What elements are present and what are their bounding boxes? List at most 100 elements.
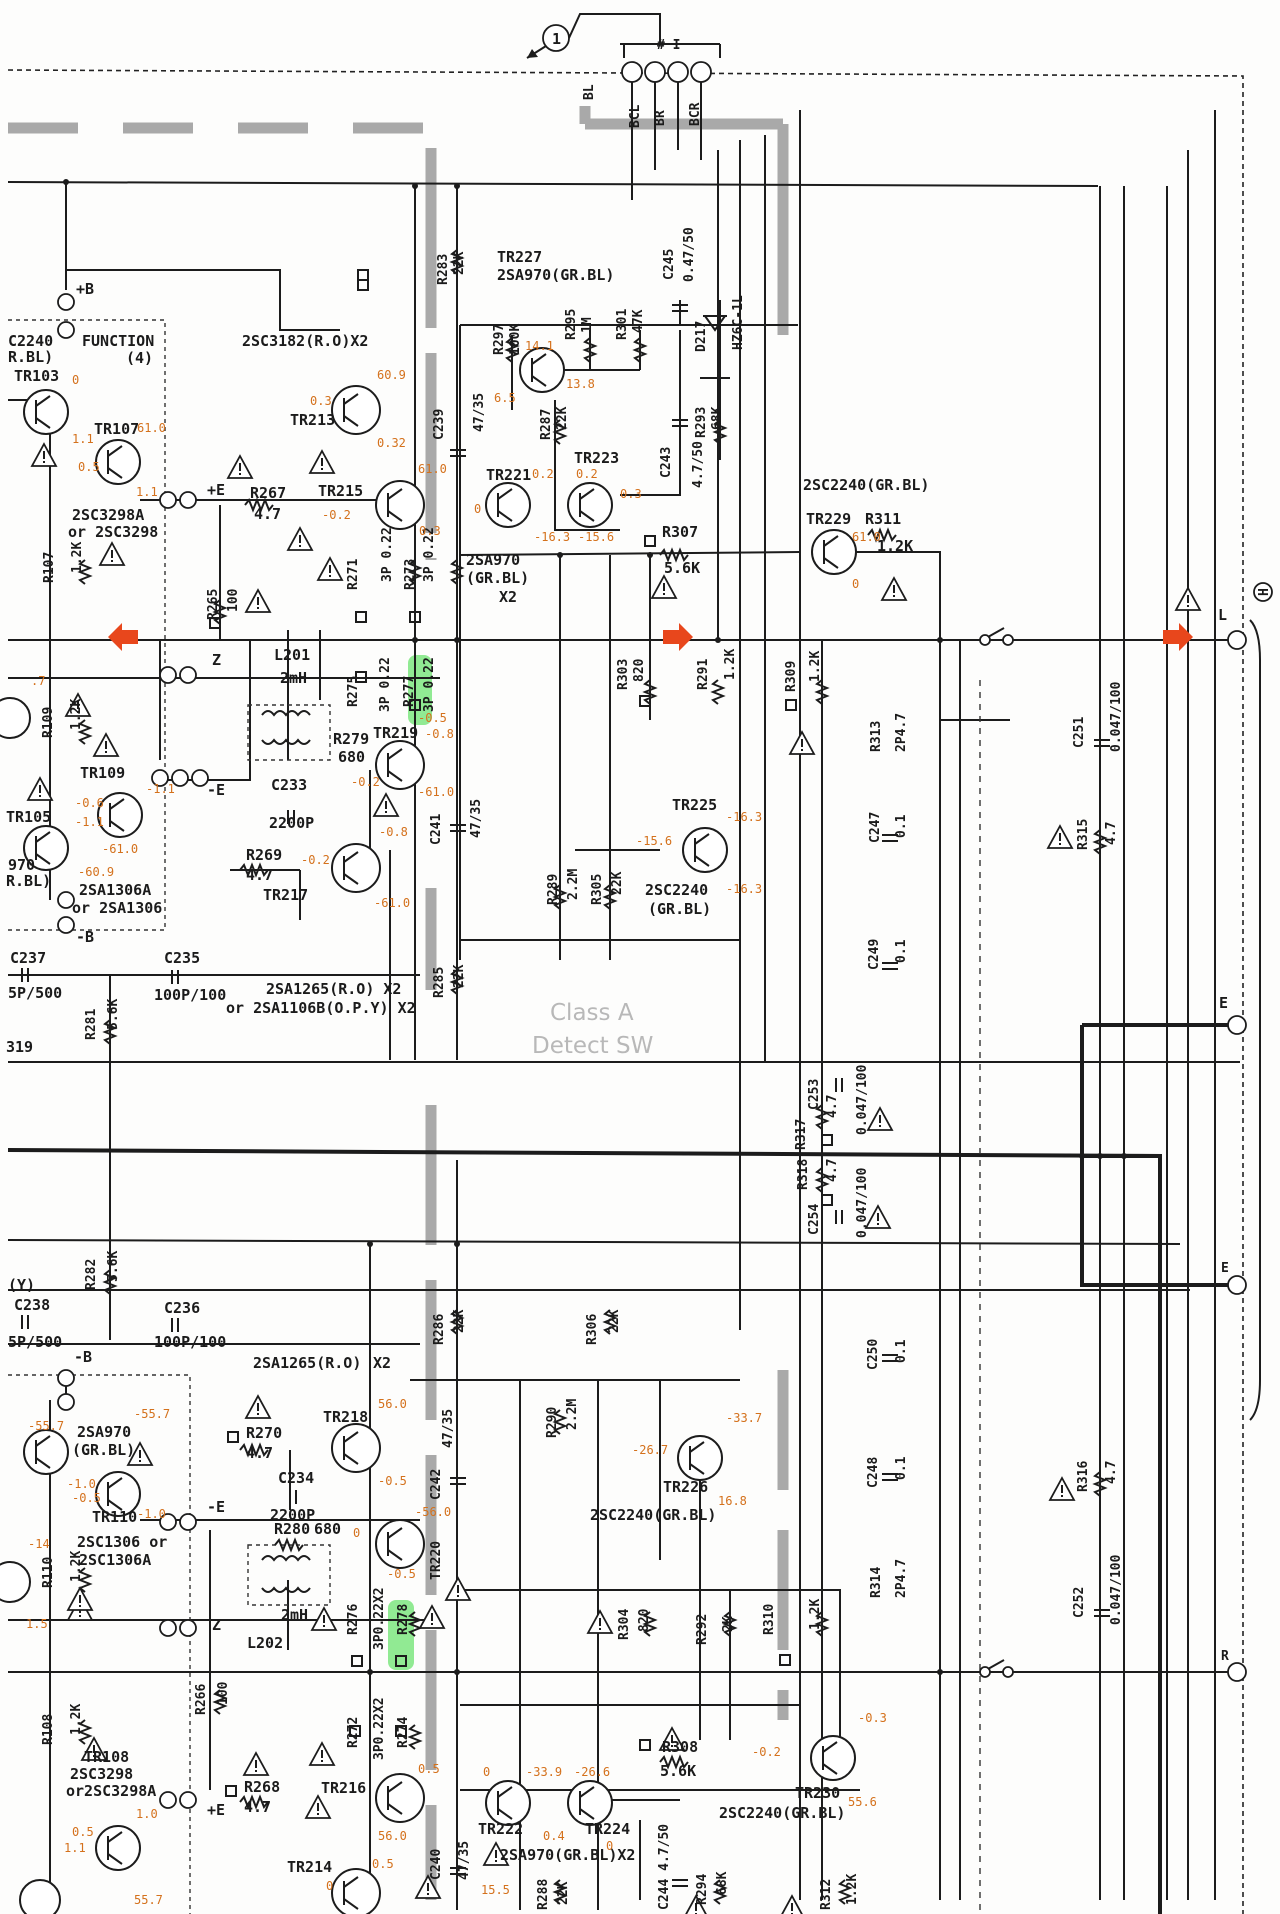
component-label: L202 (247, 1634, 283, 1652)
component-label: 4.7 (246, 1444, 273, 1462)
output-l-label: L (1218, 606, 1227, 624)
component-label: 1.2K (845, 1874, 860, 1905)
component-label: 319 (6, 1038, 33, 1056)
voltage-reading: 1.1 (72, 432, 94, 446)
terminal-bl-label: BL (582, 84, 597, 100)
component-label: 0.47/50 (682, 227, 697, 282)
component-label: R279 (333, 730, 369, 748)
component-label: 4.7 (244, 1798, 271, 1816)
component-label: 4.7 (825, 1159, 840, 1182)
component-label: 2.2M (565, 1399, 580, 1430)
output-e2-label: E (1221, 1261, 1229, 1276)
component-label: R109 (41, 707, 56, 738)
component-label: R297 (492, 324, 507, 355)
warning-icon (316, 556, 344, 581)
component-label: R.BL) (6, 872, 51, 890)
component-label: (GR.BL) (72, 1441, 135, 1459)
output-e-label: E (1219, 994, 1228, 1012)
voltage-reading: -1.0 (137, 1507, 166, 1521)
component-label: 22K (555, 406, 570, 430)
wiring-lower (7, 1160, 1234, 1914)
component-label: (GR.BL) (466, 569, 529, 587)
warning-icon (650, 574, 678, 599)
warning-icon (418, 1604, 446, 1629)
warning-icon (244, 1394, 272, 1419)
voltage-reading: 0 (326, 1879, 333, 1893)
component-label: C2240 (8, 332, 53, 350)
component-label: C238 (14, 1296, 50, 1314)
voltage-reading: .7 (31, 674, 45, 688)
component-label: D217 (694, 321, 709, 352)
component-label: 100 (226, 588, 241, 612)
terminal-bcl-label: BCL (628, 104, 643, 128)
voltage-reading: -0.2 (351, 775, 380, 789)
voltage-reading: -0.3 (858, 1711, 887, 1725)
component-label: 2SC1306 or (77, 1533, 167, 1551)
component-label: +E (207, 1801, 225, 1819)
component-label: +B (76, 280, 94, 298)
component-label: 100 (216, 1681, 231, 1705)
section-h-label: H (1257, 588, 1272, 596)
component-label: 2SC3182(R.O)X2 (242, 332, 368, 350)
component-label: 1.2K (723, 649, 738, 680)
component-label: TR219 (373, 724, 418, 742)
component-label: -B (74, 1348, 92, 1366)
highlight-r278 (388, 1600, 414, 1670)
component-label: 3P 0.22 (378, 657, 393, 712)
component-label: 47/35 (441, 1409, 456, 1448)
annotation-line-2: Detect SW (532, 1033, 653, 1059)
component-label: 2K (721, 1616, 736, 1632)
component-label: R271 (346, 559, 361, 590)
component-label: 1.2K (69, 1704, 84, 1735)
component-label: R294 (695, 1874, 710, 1905)
voltage-reading: -16.3 (726, 810, 762, 824)
voltage-reading: 0.5 (78, 460, 100, 474)
component-label: 22K (607, 1309, 622, 1333)
warning-icon (64, 692, 92, 717)
component-label: TR108 (84, 1748, 129, 1766)
voltage-reading: -0.6 (75, 796, 104, 810)
component-label: 22K (610, 871, 625, 895)
component-label: X2 (499, 588, 517, 606)
component-label: TR214 (287, 1858, 332, 1876)
voltage-reading: -55.7 (28, 1419, 64, 1433)
component-label: 0.1 (894, 814, 909, 838)
component-label: 2SC1306A (79, 1551, 151, 1569)
warning-icon (1048, 1476, 1076, 1501)
component-label: TR216 (321, 1779, 366, 1797)
warning-icon (126, 1441, 154, 1466)
component-label: 5.6K (664, 559, 700, 577)
arrow-right-icon (663, 623, 693, 651)
voltage-reading: 0.3 (620, 487, 642, 501)
voltage-reading: 15.5 (481, 1883, 510, 1897)
voltage-reading: 16.8 (718, 1494, 747, 1508)
component-label: C254 (807, 1204, 822, 1235)
component-label: TR230 (795, 1784, 840, 1802)
component-label: R283 (436, 254, 451, 285)
warning-icon (1174, 586, 1202, 611)
warning-icon (66, 1586, 94, 1611)
voltage-reading: 56.0 (378, 1829, 407, 1843)
component-label: Z (212, 1616, 221, 1634)
voltage-reading: -1.0 (67, 1477, 96, 1491)
component-label: TR103 (14, 367, 59, 385)
voltage-reading: -15.6 (578, 530, 614, 544)
component-label: C248 (866, 1457, 881, 1488)
component-label: R290 (545, 1407, 560, 1438)
component-label: 47/35 (469, 799, 484, 838)
component-label: C240 (429, 1849, 444, 1880)
component-label: 0.047/100 (1109, 681, 1124, 752)
zener-d217 (703, 315, 727, 332)
component-label: TR110 (92, 1508, 137, 1526)
component-label: 1.2K (808, 651, 823, 682)
voltage-reading: -56.0 (415, 1505, 451, 1519)
voltage-reading: -0.5 (418, 711, 447, 725)
arrow-left-icon (108, 623, 138, 651)
voltage-reading: -0.2 (752, 1745, 781, 1759)
voltage-reading: 0 (606, 1839, 613, 1853)
component-label: R309 (784, 661, 799, 692)
resistors (77, 249, 1108, 1905)
component-label: R292 (695, 1614, 710, 1645)
component-label: R304 (617, 1609, 632, 1640)
voltage-reading: -0.5 (72, 1491, 101, 1505)
